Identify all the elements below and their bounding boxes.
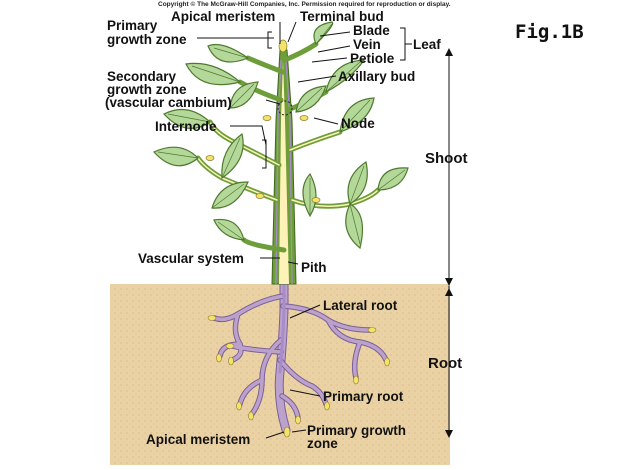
label-root: Root	[428, 357, 462, 371]
label-primary-root: Primary root	[323, 390, 403, 404]
label-blade: Blade	[353, 24, 390, 38]
label-primary-growth-zone-bottom-2: zone	[307, 437, 338, 451]
figure-label: Fig.1B	[515, 21, 584, 43]
label-axillary-bud: Axillary bud	[338, 70, 415, 84]
label-node: Node	[341, 117, 375, 131]
label-secondary-growth-3: (vascular cambium)	[105, 96, 232, 110]
label-primary-growth-zone-top-2: growth zone	[107, 33, 187, 47]
label-vein: Vein	[353, 38, 381, 52]
label-lateral-root: Lateral root	[323, 299, 397, 313]
label-pith: Pith	[301, 261, 327, 275]
label-vascular-system: Vascular system	[138, 252, 244, 266]
label-terminal-bud: Terminal bud	[300, 10, 384, 24]
label-apical-meristem-bottom: Apical meristem	[146, 433, 250, 447]
label-internode: Internode	[155, 120, 217, 134]
label-apical-meristem-top: Apical meristem	[171, 10, 275, 24]
label-petiole: Petiole	[350, 52, 394, 66]
label-primary-growth-zone-top-1: Primary	[107, 19, 157, 33]
label-shoot: Shoot	[425, 152, 468, 166]
label-leaf: Leaf	[413, 38, 441, 52]
copyright-notice: Copyright © The McGraw-Hill Companies, I…	[158, 1, 451, 8]
